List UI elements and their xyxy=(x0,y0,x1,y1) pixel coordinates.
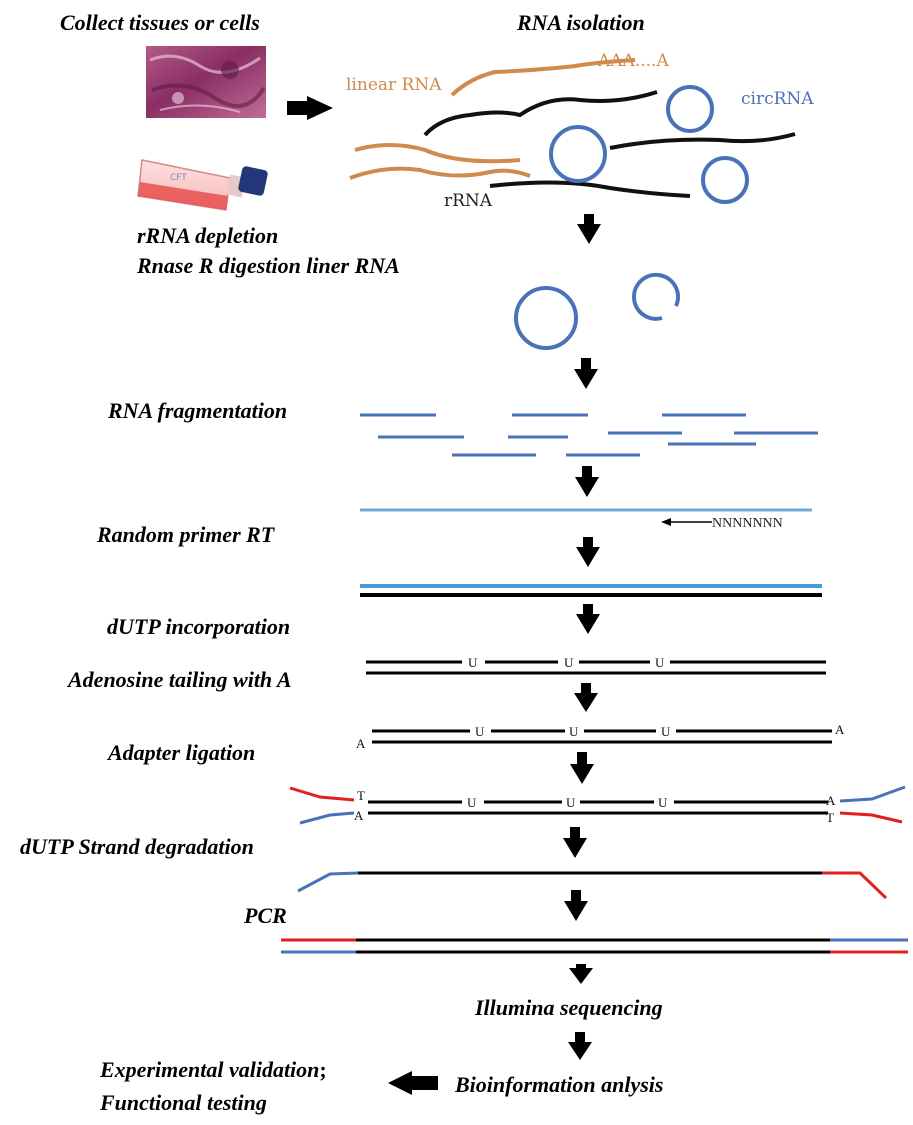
linear-rna-label: linear RNA xyxy=(346,75,442,95)
t-base-label: T xyxy=(357,788,365,803)
down-arrow-icon xyxy=(570,752,594,784)
step-illumina-label: Illumina sequencing xyxy=(474,995,663,1020)
uracil-label: U xyxy=(569,724,579,739)
step-degradation-label: dUTP Strand degradation xyxy=(20,834,254,859)
step-random-primer-label: Random primer RT xyxy=(96,522,276,547)
step-isolation-label: RNA isolation xyxy=(516,10,645,35)
step-collect-label: Collect tissues or cells xyxy=(60,10,260,35)
dutp-duplex: U U U xyxy=(366,655,826,675)
linear-rna-strand xyxy=(354,143,521,164)
down-arrow-icon xyxy=(576,537,600,567)
rna-mixture-illustration: linear RNA AAA....A circRNA rRNA xyxy=(346,51,814,211)
pcr-product-duplex xyxy=(281,938,908,954)
down-arrow-icon xyxy=(575,466,599,497)
step-dutp-label: dUTP incorporation xyxy=(107,614,290,639)
uracil-label: U xyxy=(661,724,671,739)
step-pcr-label: PCR xyxy=(243,903,287,928)
rrna-label: rRNA xyxy=(444,191,493,211)
flask-label: CFT xyxy=(170,173,187,183)
cell-culture-flask-image: CFT xyxy=(137,159,268,211)
down-arrow-icon xyxy=(564,890,588,921)
uracil-label: U xyxy=(467,795,477,810)
step-adenosine-label: Adenosine tailing with A xyxy=(66,667,292,692)
down-arrow-icon xyxy=(577,214,601,244)
single-strand-library xyxy=(297,871,888,900)
circ-rna-circle xyxy=(632,272,680,321)
step-fragmentation-label: RNA fragmentation xyxy=(107,398,287,423)
down-arrow-icon xyxy=(576,604,600,634)
right-arrow-icon xyxy=(287,96,333,120)
down-arrow-icon xyxy=(574,683,598,712)
uracil-label: U xyxy=(468,655,478,670)
random-primer-label: NNNNNNN xyxy=(712,516,783,531)
left-arrow-icon xyxy=(388,1071,438,1095)
circrna-label: circRNA xyxy=(741,89,814,109)
rna-fragments xyxy=(360,413,818,457)
step-validation-label: Experimental validation; xyxy=(99,1057,327,1082)
step-adapter-label: Adapter ligation xyxy=(106,740,255,765)
rrna-strand xyxy=(489,180,691,198)
a-base-label: A xyxy=(354,808,364,823)
a-base-label: A xyxy=(826,793,836,808)
linear-rna-strand xyxy=(450,58,636,97)
uracil-label: U xyxy=(655,655,665,670)
circ-rna-circle xyxy=(549,125,607,183)
circ-rna-circle xyxy=(701,156,749,204)
step-depletion-label: rRNA depletion xyxy=(137,223,278,248)
primer-arrow-icon xyxy=(661,518,712,526)
t-base-label: T xyxy=(826,810,834,825)
step-bioinfo-label: Bioinformation anlysis xyxy=(454,1072,663,1097)
down-arrow-icon xyxy=(574,358,598,389)
a-overhang-label: A xyxy=(356,736,366,751)
a-tailed-duplex: U U U A A xyxy=(356,722,845,751)
rrna-strand xyxy=(423,90,658,137)
uracil-label: U xyxy=(566,795,576,810)
down-arrow-icon xyxy=(568,1032,592,1060)
step-functional-label: Functional testing xyxy=(99,1090,267,1115)
a-overhang-label: A xyxy=(835,722,845,737)
down-arrow-icon xyxy=(569,964,593,984)
poly-a-tail-label: AAA....A xyxy=(597,51,669,71)
rrna-strand xyxy=(609,132,796,150)
linear-rna-strand xyxy=(349,166,531,180)
circ-rna-circle xyxy=(514,286,578,350)
uracil-label: U xyxy=(475,724,485,739)
uracil-label: U xyxy=(564,655,574,670)
uracil-label: U xyxy=(658,795,668,810)
circ-rna-circle xyxy=(666,85,714,133)
down-arrow-icon xyxy=(563,827,587,858)
cdna-duplex xyxy=(360,584,822,597)
adapter-ligated-duplex: U U U T A A T xyxy=(289,785,906,825)
tissue-section-image xyxy=(146,46,266,118)
step-digestion-label: Rnase R digestion liner RNA xyxy=(136,253,400,278)
